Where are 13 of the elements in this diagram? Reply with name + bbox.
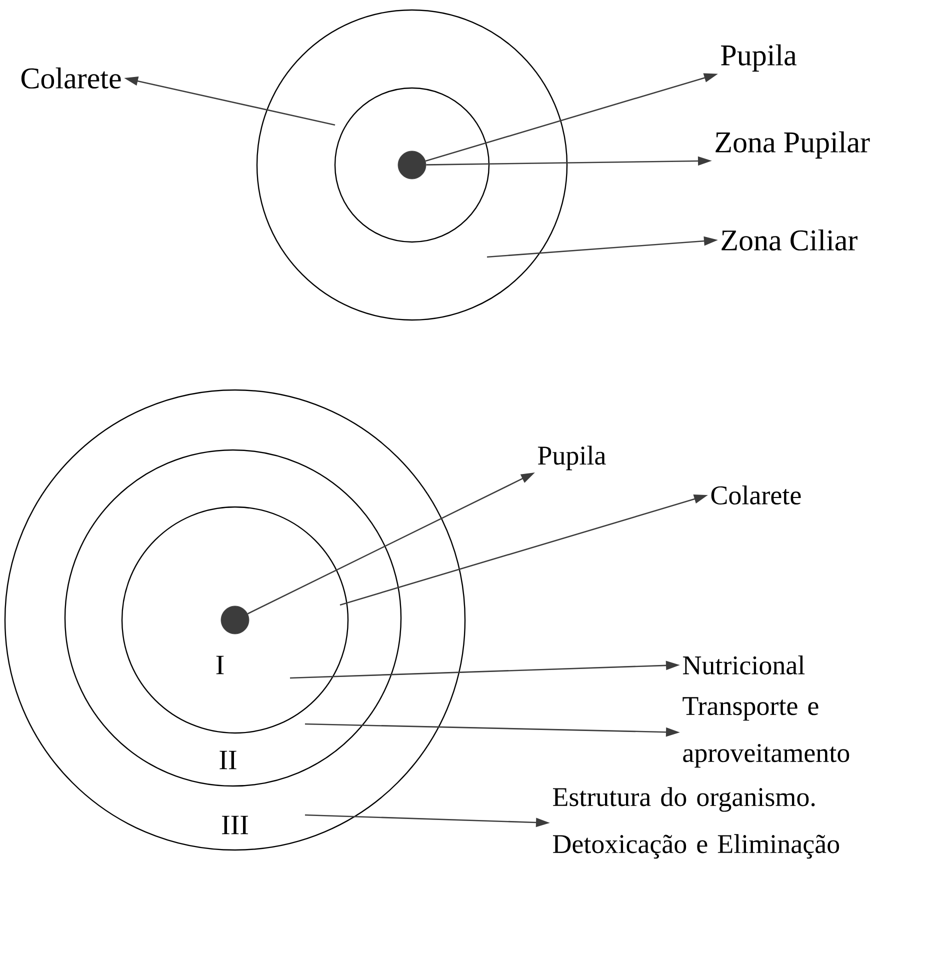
part-label: Pupila xyxy=(721,44,796,72)
part-label: Transporte e aproveitamento xyxy=(682,697,850,768)
part-label: Estrutura do organismo. Detoxicação e Eliminação xyxy=(552,787,840,859)
pupil-dot xyxy=(398,150,426,180)
ring-circle xyxy=(256,9,568,321)
ring-circle xyxy=(334,87,490,243)
part-label: Pupila xyxy=(538,446,606,470)
part-label: Colarete xyxy=(711,486,801,504)
part-label: Colarete xyxy=(21,67,121,89)
pupil-dot xyxy=(220,606,250,634)
part-label: Nutricional xyxy=(682,656,805,674)
part-label: Zona Pupilar xyxy=(716,131,870,159)
part-label: Zona Ciliar xyxy=(722,229,858,251)
